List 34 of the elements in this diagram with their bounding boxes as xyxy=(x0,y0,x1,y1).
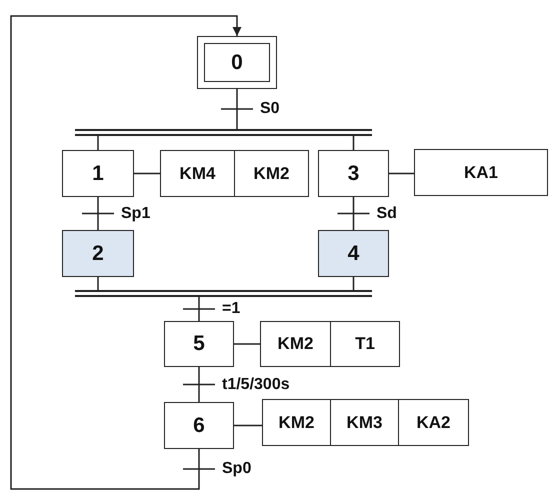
parallel-bar xyxy=(75,129,372,136)
step-box xyxy=(318,150,389,197)
step-number: 5 xyxy=(193,332,205,356)
step-box xyxy=(62,150,134,197)
action-box xyxy=(330,321,400,367)
action-label: KM2 xyxy=(278,334,314,354)
edge-label: Sp0 xyxy=(221,460,252,478)
action-box xyxy=(234,150,309,197)
action-label: KA2 xyxy=(416,412,450,432)
action-box xyxy=(260,321,331,367)
action-label: KM4 xyxy=(180,164,216,184)
action-box xyxy=(398,399,469,446)
action-label: KM2 xyxy=(254,164,290,184)
action-label: T1 xyxy=(355,334,375,354)
step-number: 3 xyxy=(348,162,360,186)
step-number: 6 xyxy=(193,414,205,438)
action-box xyxy=(160,150,235,197)
active-step-box xyxy=(62,230,134,277)
action-box xyxy=(330,399,399,446)
edge-label: Sp1 xyxy=(120,204,152,222)
step-number: 2 xyxy=(92,242,104,266)
action-label: KM3 xyxy=(346,412,382,432)
step-number: 0 xyxy=(231,50,243,74)
active-step-box xyxy=(318,230,389,277)
action-box xyxy=(262,399,331,446)
initial-step-box xyxy=(197,36,277,89)
action-label: KM2 xyxy=(278,412,314,432)
step-box xyxy=(164,321,234,367)
step-number: 4 xyxy=(348,242,360,266)
step-number: 1 xyxy=(92,162,104,186)
step-box xyxy=(164,402,234,449)
action-box xyxy=(414,149,548,196)
action-label: KA1 xyxy=(464,162,498,182)
parallel-bar xyxy=(75,290,372,297)
